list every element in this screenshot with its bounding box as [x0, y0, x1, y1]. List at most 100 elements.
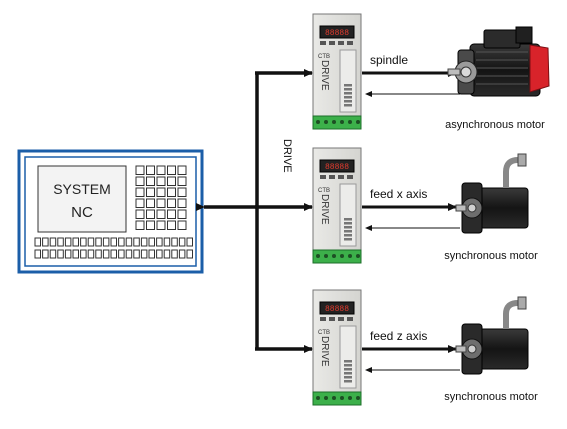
drive-terminal-block: [312, 391, 362, 406]
nc-keypad-key: [177, 220, 187, 230]
nc-keypad-key: [167, 176, 176, 186]
signal-label-2: feed x axis: [370, 187, 427, 201]
nc-key: [125, 237, 133, 247]
motor-shaft: [455, 345, 467, 353]
motor-label-3: synchronous motor: [444, 391, 538, 403]
nc-keypad-key: [146, 209, 155, 219]
drive-brand: CTB: [318, 188, 330, 194]
motor-label-2: synchronous motor: [444, 250, 538, 262]
nc-key: [57, 249, 64, 259]
signal-label-1: spindle: [370, 53, 408, 67]
nc-key: [72, 237, 79, 247]
nc-keypad-key: [146, 220, 155, 230]
nc-key: [80, 237, 87, 247]
nc-keypad-key: [156, 176, 166, 186]
nc-key: [140, 249, 148, 259]
drive-bus: DRIVE: [196, 69, 313, 353]
nc-keypad-key: [146, 165, 155, 175]
nc-key: [171, 237, 178, 247]
nc-keypad: [135, 165, 187, 230]
synchronous-motor-x: [455, 153, 529, 234]
synchronous-motor-z: [455, 296, 529, 375]
nc-keypad-key: [156, 198, 166, 208]
nc-key: [133, 237, 140, 247]
drive-display-text: 88888: [325, 163, 349, 172]
nc-keypad-key: [135, 176, 145, 186]
nc-key: [163, 237, 171, 247]
nc-key-rows: [34, 237, 193, 259]
nc-keypad-key: [177, 198, 187, 208]
nc-key: [49, 237, 57, 247]
nc-key: [171, 249, 178, 259]
nc-key: [87, 249, 95, 259]
motor-shaft: [447, 68, 461, 76]
nc-key: [80, 249, 87, 259]
nc-key: [163, 249, 171, 259]
nc-key: [140, 237, 148, 247]
nc-key: [125, 249, 133, 259]
nc-key: [156, 237, 163, 247]
motor-fan-cover: [529, 44, 550, 93]
nc-keypad-key: [167, 165, 176, 175]
nc-keypad-key: [177, 176, 187, 186]
nc-keypad-key: [167, 198, 176, 208]
nc-key: [102, 237, 110, 247]
nc-keypad-key: [156, 187, 166, 197]
nc-keypad-key: [135, 209, 145, 219]
nc-key: [42, 249, 49, 259]
drive-bus-label: DRIVE: [281, 139, 293, 173]
nc-key: [42, 237, 49, 247]
nc-keypad-key: [167, 220, 176, 230]
nc-key: [178, 249, 186, 259]
nc-key: [49, 249, 57, 259]
asynchronous-motor: [447, 26, 550, 97]
drive-panel-label: DRIVE: [319, 194, 330, 225]
nc-key: [110, 237, 117, 247]
nc-key: [34, 249, 41, 259]
nc-key: [34, 237, 41, 247]
nc-screen: [37, 165, 127, 233]
nc-key: [72, 249, 79, 259]
nc-label-nc: NC: [71, 204, 93, 221]
nc-key: [148, 237, 155, 247]
drive-panel-label: DRIVE: [319, 336, 330, 367]
nc-key: [148, 249, 155, 259]
drive-display-text: 88888: [325, 29, 349, 38]
nc-key: [95, 237, 102, 247]
nc-key: [178, 237, 186, 247]
nc-key: [118, 249, 125, 259]
nc-keypad-key: [135, 187, 145, 197]
nc-label-system: SYSTEM: [53, 181, 111, 197]
nc-keypad-key: [177, 187, 187, 197]
nc-keypad-key: [146, 187, 155, 197]
nc-key: [87, 237, 95, 247]
nc-key: [57, 237, 64, 247]
nc-keypad-key: [156, 209, 166, 219]
nc-key: [95, 249, 102, 259]
nc-keypad-key: [167, 209, 176, 219]
drive-display: [319, 159, 355, 173]
nc-keypad-key: [156, 165, 166, 175]
drive-display-text: 88888: [325, 305, 349, 314]
motor-shaft: [455, 204, 467, 212]
nc-key: [186, 237, 193, 247]
drive-display: [319, 301, 355, 315]
drive-terminal-block: [312, 115, 362, 130]
nc-key: [102, 249, 110, 259]
nc-keypad-key: [167, 187, 176, 197]
nc-system-unit: SYSTEM NC: [17, 149, 204, 274]
drive-brand: CTB: [318, 54, 330, 60]
nc-key: [156, 249, 163, 259]
signal-label-3: feed z axis: [370, 329, 427, 343]
drive-panel-label: DRIVE: [319, 60, 330, 91]
nc-key: [64, 237, 72, 247]
nc-keypad-key: [135, 165, 145, 175]
drive-brand: CTB: [318, 330, 330, 336]
nc-key: [133, 249, 140, 259]
drive-motor-signals: spindle feed x axis feed z axis: [362, 53, 460, 373]
nc-keypad-key: [135, 220, 145, 230]
nc-keypad-key: [177, 209, 187, 219]
